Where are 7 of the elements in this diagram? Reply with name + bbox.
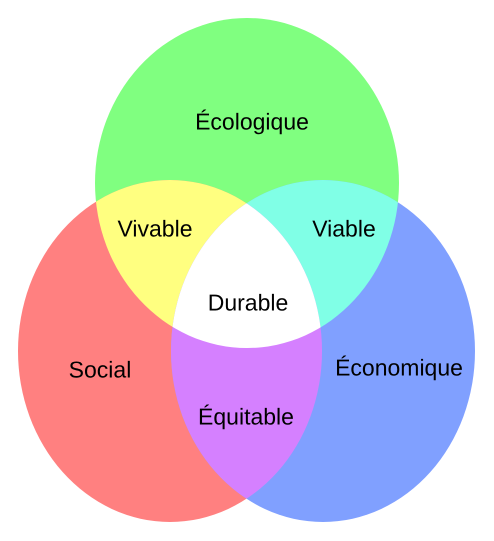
region-label: Vivable — [117, 216, 193, 242]
region-label: Durable — [208, 290, 288, 316]
region-label: Viable — [312, 216, 376, 242]
region-label: Social — [68, 356, 132, 384]
region-label: Écologique — [195, 108, 309, 136]
region-label: Équitable — [198, 404, 294, 430]
region-label: Économique — [335, 354, 463, 382]
